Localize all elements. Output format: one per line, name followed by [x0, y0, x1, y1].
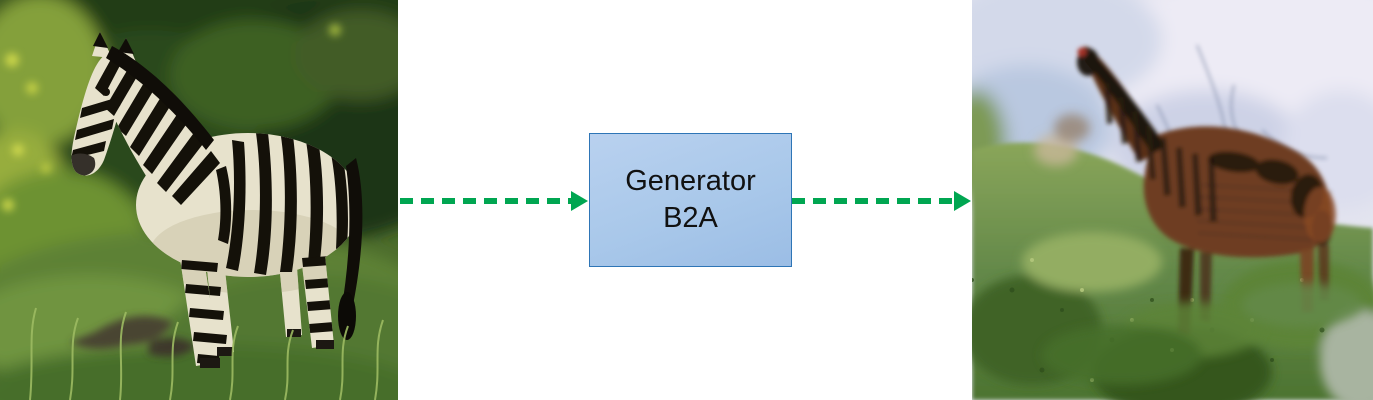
foreground-grass — [29, 307, 384, 400]
output-horse-image — [972, 0, 1373, 400]
generator-label-line2: B2A — [663, 202, 718, 234]
horse-foreground-grass — [1042, 283, 1362, 385]
generated-horse-illustration — [972, 0, 1373, 400]
generator-b2a-box: Generator B2A — [589, 133, 792, 267]
input-zebra-image — [0, 0, 398, 400]
dashed-arrow-generator-to-output — [792, 191, 971, 211]
horse-figure — [1034, 46, 1336, 335]
generator-label-line1: Generator — [625, 165, 756, 197]
dashed-arrow-input-to-generator — [400, 191, 588, 211]
arrow-head-icon — [571, 191, 588, 211]
zebra-photo-illustration — [0, 0, 398, 400]
arrow-head-icon — [954, 191, 971, 211]
